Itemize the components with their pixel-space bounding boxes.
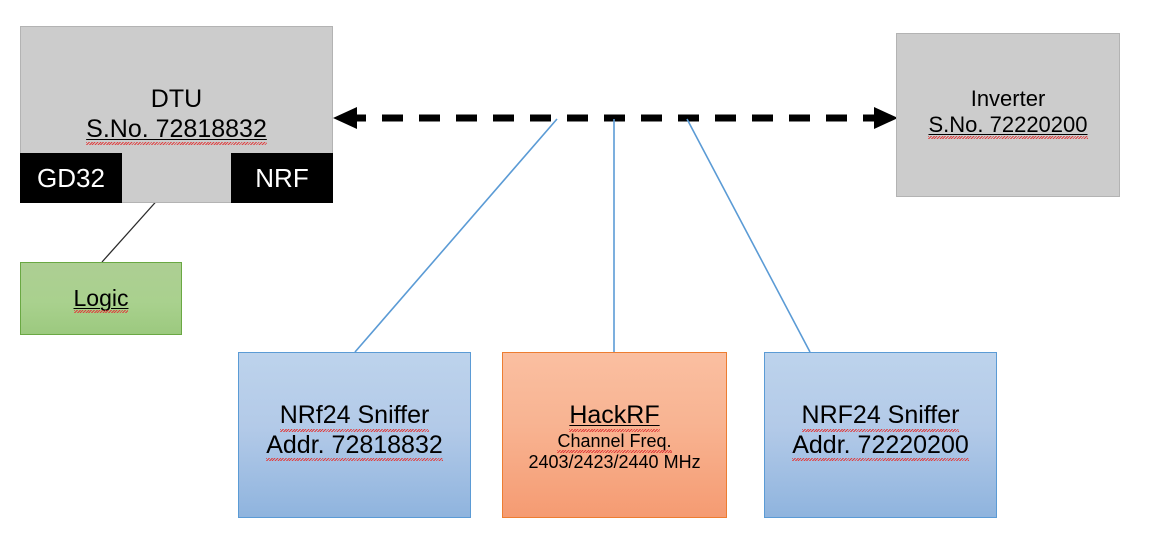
connector-taps [354, 118, 811, 353]
sniffer-right-line2: Addr. 72220200 [792, 430, 969, 461]
dtu-text-block: DTU S.No. 72818832 [21, 85, 332, 145]
chip-gd32[interactable]: GD32 [20, 153, 122, 203]
rf-link-arrowhead-left [333, 107, 357, 129]
tap-line-sniffer-right [686, 118, 811, 353]
chip-gd32-label: GD32 [37, 162, 105, 193]
node-sniffer-right[interactable]: NRF24 Sniffer Addr. 72220200 [764, 352, 997, 518]
hackrf-line1: HackRF [569, 401, 660, 431]
node-hackrf[interactable]: HackRF Channel Freq. 2403/2423/2440 MHz [502, 352, 727, 518]
hackrf-text-block: HackRF Channel Freq. 2403/2423/2440 MHz [503, 401, 726, 473]
dtu-label: DTU [150, 85, 203, 113]
sniffer-right-line1: NRF24 Sniffer [801, 401, 960, 431]
logic-label: Logic [73, 284, 129, 314]
inverter-serial-label: S.No. 72220200 [928, 111, 1088, 139]
sniffer-left-line1: NRf24 Sniffer [279, 401, 430, 431]
dtu-serial-label: S.No. 72818832 [86, 114, 267, 145]
inverter-serial: S.No. 72220200 [897, 111, 1119, 139]
logic-text: Logic [73, 284, 129, 314]
inverter-label: Inverter [970, 86, 1046, 111]
node-sniffer-left[interactable]: NRf24 Sniffer Addr. 72818832 [238, 352, 471, 518]
inverter-text-block: Inverter S.No. 72220200 [897, 86, 1119, 139]
tap-line-sniffer-left [354, 118, 558, 353]
chip-nrf-label: NRF [255, 162, 309, 193]
rf-link-arrowhead-right [874, 107, 898, 129]
sniffer-left-text-block: NRf24 Sniffer Addr. 72818832 [239, 401, 470, 461]
hackrf-line2: Channel Freq. [557, 430, 672, 453]
chip-nrf[interactable]: NRF [231, 153, 333, 203]
sniffer-left-line2: Addr. 72818832 [266, 430, 443, 461]
dtu-serial: S.No. 72818832 [21, 115, 332, 145]
sniffer-right-text-block: NRF24 Sniffer Addr. 72220200 [765, 401, 996, 461]
connector-rf-link [333, 107, 898, 129]
hackrf-line3: 2403/2423/2440 MHz [528, 451, 701, 472]
node-logic[interactable]: Logic [20, 262, 182, 335]
node-inverter[interactable]: Inverter S.No. 72220200 [896, 33, 1120, 197]
